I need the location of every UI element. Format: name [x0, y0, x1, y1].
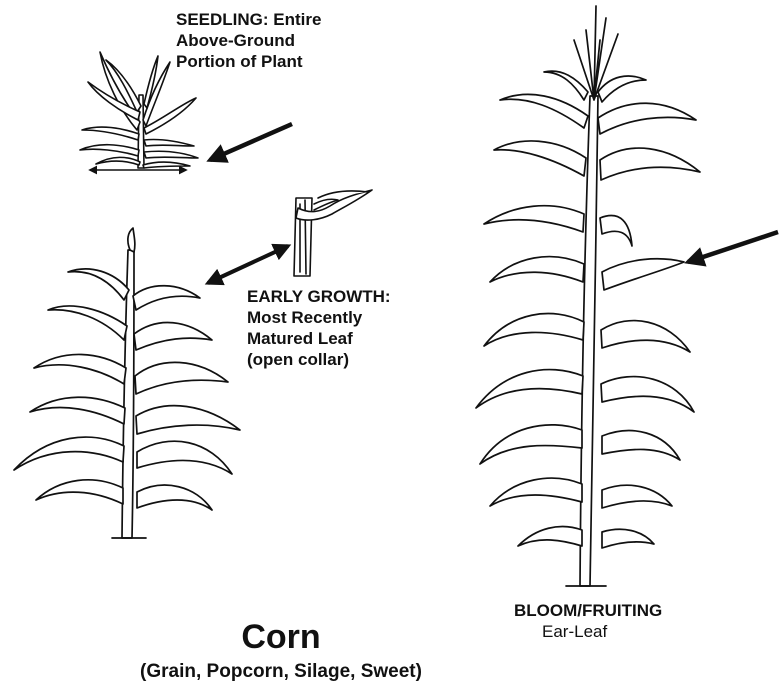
early-growth-label-line: Most Recently: [247, 307, 391, 328]
early-growth-plant: [14, 228, 240, 538]
diagram-subtitle: (Grain, Popcorn, Silage, Sweet): [0, 660, 562, 684]
seedling-label: SEEDLING: Entire Above-Ground Portion of…: [176, 9, 321, 72]
seedling-arrow: [210, 124, 292, 160]
seedling-label-line: SEEDLING: Entire: [176, 9, 321, 30]
seedling-label-line: Above-Ground: [176, 30, 321, 51]
early-growth-label: EARLY GROWTH: Most Recently Matured Leaf…: [247, 286, 391, 370]
diagram-title: Corn: [0, 618, 562, 656]
early-growth-label-line: Matured Leaf: [247, 328, 391, 349]
leaf-collar-detail: [294, 190, 372, 276]
ear-leaf-arrow: [688, 232, 778, 262]
bloom-fruiting-plant: [476, 6, 700, 586]
seedling-label-line: Portion of Plant: [176, 51, 321, 72]
early-growth-label-line: EARLY GROWTH:: [247, 286, 391, 307]
early-growth-double-arrow: [208, 246, 288, 283]
early-growth-label-line: (open collar): [247, 349, 391, 370]
